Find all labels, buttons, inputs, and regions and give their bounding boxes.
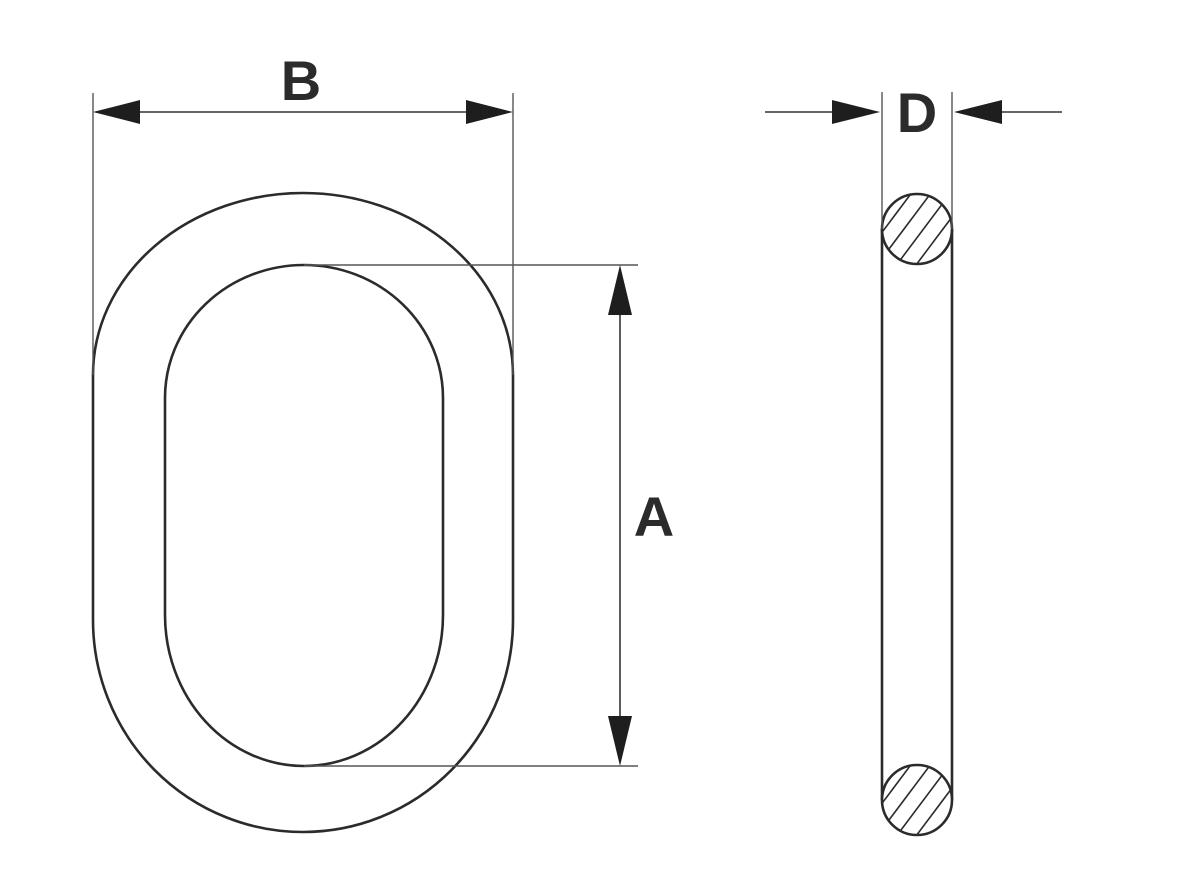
top-cross-section [880,192,954,266]
top-hatching [882,194,952,264]
d-label: D [897,81,937,144]
a-label: A [634,485,674,548]
side-view [880,192,954,837]
outer-link-outline [91,191,515,834]
a-arrow-bottom [608,716,632,766]
a-arrow-top [608,265,632,315]
b-arrow-left [93,100,140,124]
inner-link-outline [163,263,445,768]
dimension-b: B [92,49,514,375]
dimension-a: A [304,264,674,767]
d-arrow-left [832,100,880,124]
front-view [91,191,515,834]
bottom-hatching [882,765,952,835]
bottom-cross-section [880,763,954,837]
b-arrow-right [466,100,513,124]
d-arrow-right [954,100,1002,124]
b-label: B [281,49,321,112]
bottom-section-outline [880,763,954,837]
dimension-d: D [765,81,1062,229]
